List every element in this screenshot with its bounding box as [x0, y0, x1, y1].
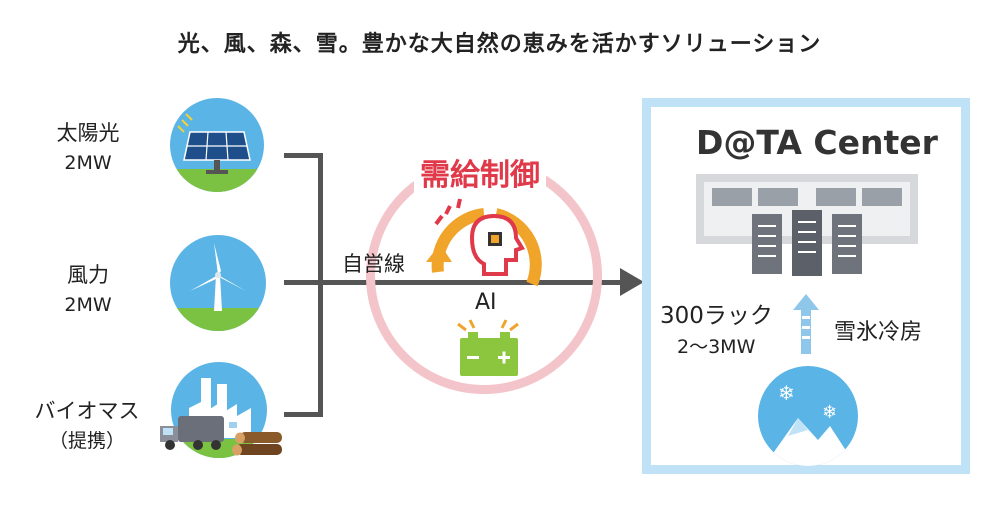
- biomass-connector: [284, 412, 322, 417]
- solar-connector: [284, 153, 322, 158]
- ai-cycle-icon: [426, 198, 542, 287]
- battery-icon: [457, 319, 519, 376]
- source-solar-label: 太陽光 2MW: [40, 118, 136, 178]
- private-line-label: 自営線: [342, 252, 405, 276]
- datacenter-title: D@TA Center: [696, 123, 938, 162]
- rack-count: 300ラック: [660, 303, 773, 329]
- datacenter-power: 2〜3MW: [677, 336, 756, 358]
- solar-label: 太陽光: [56, 121, 120, 145]
- page-title: 光、風、森、雪。豊かな大自然の恵みを活かすソリューション: [177, 32, 822, 57]
- wind-label: 風力: [67, 263, 109, 287]
- wind-connector: [284, 280, 322, 285]
- ai-label: AI: [475, 290, 497, 315]
- wind-capacity: 2MW: [64, 294, 112, 316]
- truck-icon: [160, 416, 224, 450]
- bus-vertical-line: [318, 153, 323, 417]
- supply-demand-label: 需給制御: [414, 150, 546, 194]
- sun-rays-icon: [177, 113, 193, 133]
- logs-icon: [232, 432, 282, 456]
- solar-panel-icon: [170, 98, 264, 192]
- source-wind-label: 風力 2MW: [40, 260, 136, 320]
- svg-text:❄: ❄: [822, 402, 837, 423]
- cooling-up-arrow-icon: [793, 294, 819, 354]
- biomass-note: （提携）: [48, 430, 125, 452]
- server-room-icon: [696, 174, 918, 276]
- source-biomass-label: バイオマス （提携）: [22, 396, 152, 456]
- svg-text:❄: ❄: [778, 381, 795, 405]
- wind-turbine-icon: [170, 235, 266, 331]
- arrow-to-datacenter-icon: [620, 268, 644, 296]
- snow-mountain-icon: ❄ ❄: [758, 366, 858, 466]
- solar-capacity: 2MW: [64, 152, 112, 174]
- biomass-label: バイオマス: [34, 399, 140, 423]
- snow-cooling-label: 雪氷冷房: [834, 320, 923, 345]
